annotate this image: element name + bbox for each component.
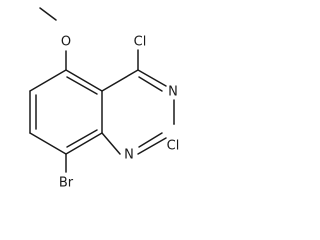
bond-n1-c8a xyxy=(101,132,121,155)
oxygen-label: O xyxy=(61,35,71,50)
bond-c8-c8a-inner xyxy=(66,129,98,148)
chloro-4-label: Cl xyxy=(134,35,147,50)
bond-c2-n1-inner xyxy=(138,132,163,148)
bond-lines xyxy=(29,7,175,173)
bond-c4a-c5 xyxy=(65,69,103,92)
bond-c2-n1 xyxy=(137,137,167,155)
chloro-2-label: Cl xyxy=(167,139,180,154)
bond-c7-c8 xyxy=(29,132,67,155)
nitrogen-3-label: N xyxy=(168,85,178,100)
bond-c8-c8a xyxy=(65,132,103,155)
bond-c4-n3-inner xyxy=(138,76,163,92)
bond-methyl-oxygen xyxy=(39,7,57,21)
bond-c4-n3 xyxy=(137,69,167,87)
bromo-label: Br xyxy=(59,176,74,191)
atom-labels: O Cl N Cl N Br xyxy=(59,35,179,191)
bond-c4a-c4 xyxy=(101,69,139,92)
bond-c4a-c5-inner xyxy=(66,76,98,95)
nitrogen-1-label: N xyxy=(124,148,134,163)
bond-c5-c6 xyxy=(29,69,67,92)
chemical-structure-diagram: O Cl N Cl N Br xyxy=(29,7,179,191)
